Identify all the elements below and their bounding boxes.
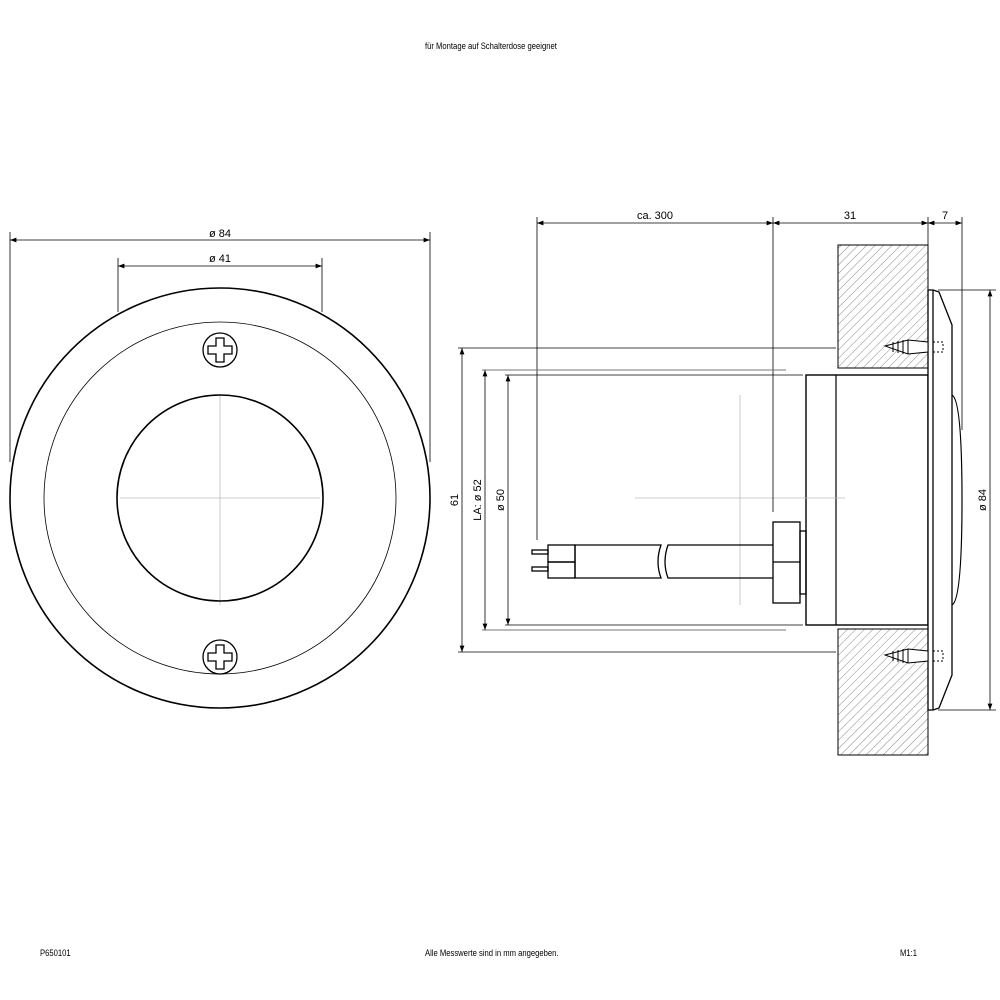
outer-diameter-label: ø 84 bbox=[209, 228, 231, 240]
front-view bbox=[9, 232, 431, 709]
outer-cover-circle bbox=[9, 287, 431, 709]
hole-diameter-label: ø 41 bbox=[209, 253, 231, 265]
mounting-note: für Montage auf Schalterdose geeignet bbox=[425, 41, 557, 51]
cutout-label: LA: ø 52 bbox=[472, 479, 484, 521]
screw-icon-bottom bbox=[202, 639, 238, 675]
screw-icon-top bbox=[202, 332, 238, 368]
cover-bevel bbox=[932, 289, 953, 711]
wall-section-bottom bbox=[837, 628, 929, 756]
units-note: Alle Messwerte sind in mm angegeben. bbox=[425, 948, 559, 958]
scale-label: M1:1 bbox=[900, 948, 918, 958]
article-number: P650101 bbox=[40, 948, 71, 958]
cable-gland-nut bbox=[772, 521, 807, 604]
cover-depth-label: 7 bbox=[942, 210, 948, 222]
light-opening-circle bbox=[116, 394, 324, 602]
cover-plate bbox=[927, 289, 934, 711]
side-view bbox=[458, 217, 996, 756]
body-diameter-label: ø 50 bbox=[495, 489, 507, 511]
screw-icon-side-bottom bbox=[883, 648, 944, 664]
depth-label: 31 bbox=[844, 210, 856, 222]
height-label: 61 bbox=[449, 494, 461, 506]
connector bbox=[531, 544, 576, 579]
cable-length-label: ca. 300 bbox=[637, 210, 673, 222]
lens-dome bbox=[951, 394, 963, 606]
housing-body bbox=[805, 374, 929, 626]
cover-diameter-label: ø 84 bbox=[977, 489, 989, 511]
cable bbox=[574, 544, 773, 579]
screw-icon-side-top bbox=[883, 339, 944, 355]
